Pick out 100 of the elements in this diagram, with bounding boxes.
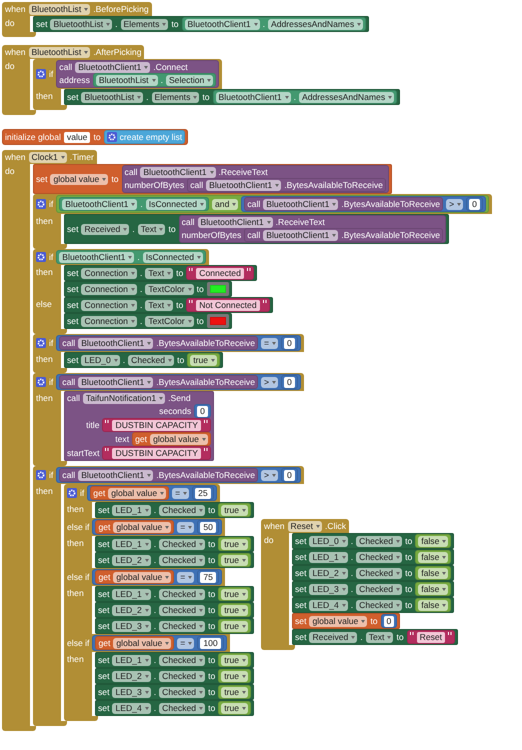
dropdown-field: BluetoothClient1 (62, 198, 138, 210)
setter-block (95, 602, 254, 618)
boolean-block (415, 598, 452, 612)
keyword-label: .BytesAvailableToReceive (284, 180, 383, 190)
dropdown-field: BluetoothClient1 (206, 180, 282, 190)
keyword-label: set (295, 632, 306, 642)
keyword-label: set (98, 504, 110, 516)
keyword-label: when (5, 46, 26, 58)
dropdown-field: Reset (288, 520, 322, 532)
if-block (33, 59, 400, 110)
dropdown-field: true (221, 686, 248, 698)
keyword-label: to (202, 92, 210, 102)
keyword-label: set (295, 552, 306, 562)
if-block (33, 373, 304, 466)
setter-block (292, 549, 454, 565)
dropdown-field: Connection (81, 300, 137, 310)
dropdown-field: Clock1 (28, 152, 67, 162)
dropdown-field: LED_1 (112, 538, 151, 550)
keyword-label: .BytesAvailableToReceive (341, 230, 440, 240)
dropdown-field: Checked (128, 354, 174, 366)
setter-block (33, 16, 370, 32)
keyword-label: then (33, 352, 61, 368)
boolean-block (218, 503, 252, 517)
dropdown-field: Elements (152, 92, 200, 102)
event-block (2, 2, 370, 37)
dropdown-field: BluetoothList (81, 92, 144, 102)
keyword-label: .BytesAvailableToReceive (156, 470, 256, 480)
dropdown-field: false (418, 584, 448, 594)
keyword-label: set (295, 536, 306, 546)
variable-init-block (2, 129, 188, 145)
dropdown-field: = (261, 338, 278, 348)
keyword-label: call (59, 62, 72, 72)
keyword-label: .BeforePicking (93, 4, 149, 14)
keyword-label: . (360, 632, 363, 642)
dropdown-field: Checked (159, 554, 206, 566)
setter-block (64, 352, 224, 368)
dropdown-field: Checked (356, 584, 402, 594)
keyword-label: . (160, 74, 163, 86)
keyword-label: set (67, 92, 78, 102)
logic-and-block (56, 195, 489, 213)
keyword-label: if (49, 470, 54, 480)
dropdown-field: global value (113, 638, 172, 648)
keyword-label: .Click (325, 520, 346, 532)
dropdown-field: Checked (356, 536, 402, 546)
keyword-label: .ReceiveText (276, 216, 325, 228)
keyword-label: call (62, 470, 76, 480)
setter-block (292, 629, 458, 645)
text-block (406, 630, 456, 644)
keyword-label: set (67, 224, 78, 234)
keyword-label: .BytesAvailableToReceive (156, 376, 256, 388)
keyword-label: .BytesAvailableToReceive (156, 338, 256, 348)
dropdown-field: global value (150, 434, 208, 444)
keyword-label: if (49, 376, 54, 388)
boolean-block (415, 534, 452, 548)
keyword-label: set (295, 584, 306, 594)
dropdown-field: global value (113, 572, 172, 582)
setter-block (95, 536, 254, 552)
dropdown-field: global value (113, 522, 172, 532)
keyword-label: then (64, 502, 92, 518)
keyword-label: when (264, 520, 285, 532)
keyword-label: set (295, 568, 306, 578)
dropdown-field: BluetoothClient1 (78, 338, 154, 348)
dropdown-field: true (190, 354, 218, 366)
dropdown-field: Checked (159, 604, 206, 616)
dropdown-field: LED_2 (112, 604, 151, 616)
dropdown-field: = (177, 522, 194, 532)
setter-block (292, 565, 454, 581)
number-block (281, 375, 298, 389)
keyword-label: when (5, 4, 26, 14)
text-block (186, 266, 254, 280)
value-field: 50 (200, 522, 216, 532)
keyword-label: do (2, 164, 30, 726)
boolean-block (415, 566, 452, 580)
dropdown-field: true (221, 702, 248, 714)
keyword-label: call (182, 216, 195, 228)
dropdown-field: BluetoothClient1 (198, 216, 273, 228)
keyword-label: to (405, 536, 412, 546)
method-call-block (59, 468, 258, 482)
keyword-label: . (137, 252, 140, 262)
keyword-label: call (62, 376, 76, 388)
keyword-label: title (86, 420, 100, 430)
dropdown-field: true (221, 504, 248, 516)
property-getter-block (92, 73, 216, 87)
value-field: 0 (284, 470, 295, 480)
keyword-label: .BytesAvailableToReceive (341, 198, 440, 210)
dropdown-field: Text (366, 632, 394, 642)
dropdown-field: Text (138, 224, 166, 234)
keyword-label: to (405, 584, 412, 594)
method-call-block (178, 215, 446, 243)
method-call-block (122, 165, 389, 193)
value-field: 0 (197, 406, 208, 416)
keyword-label: call (190, 180, 204, 190)
boolean-block (218, 701, 252, 715)
if-block (33, 334, 304, 373)
keyword-label: . (140, 268, 142, 278)
dropdown-field: false (418, 600, 448, 610)
dropdown-field: global value (309, 616, 368, 626)
boolean-block (187, 353, 220, 367)
setter-block (95, 700, 254, 716)
boolean-block (415, 550, 452, 564)
